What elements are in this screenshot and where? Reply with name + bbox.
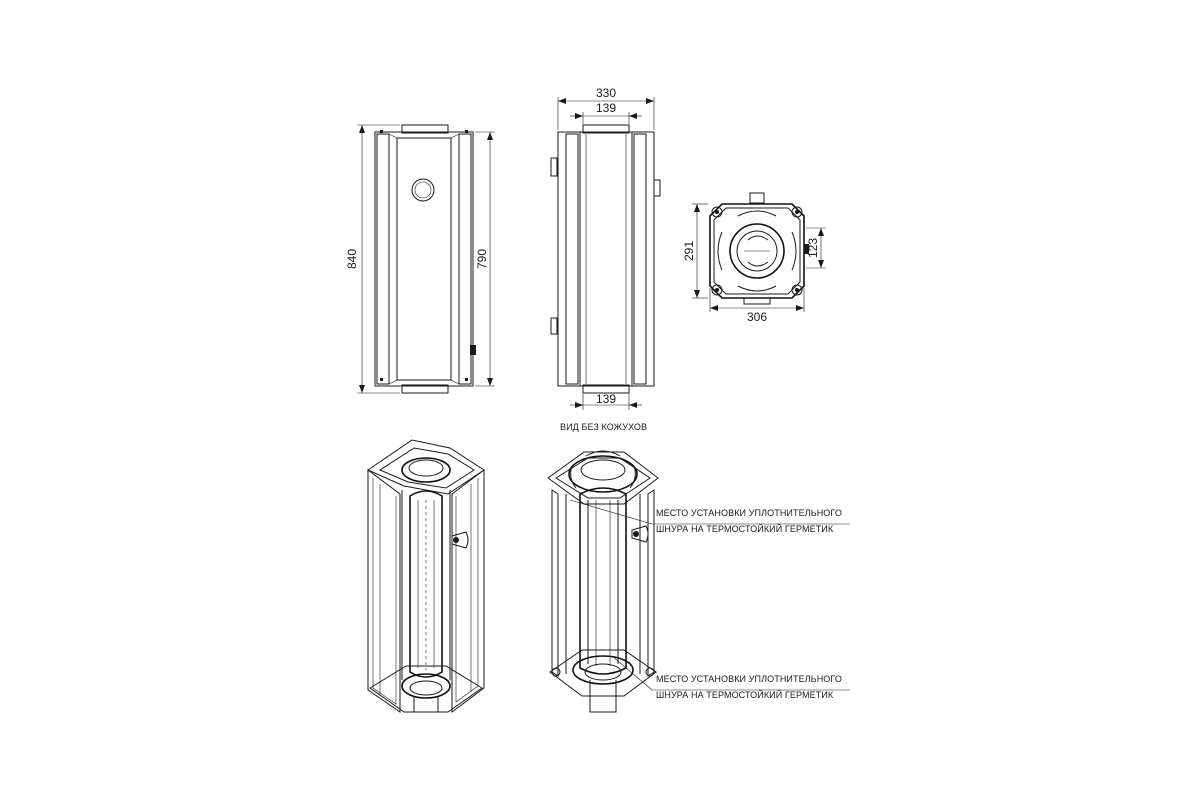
seal-note-upper-line2: ШНУРА НА ТЕРМОСТОЙКИЙ ГЕРМЕТИК [656, 523, 834, 534]
front-view: 840 790 [345, 124, 495, 394]
isometric-view-without-casing: ВИД БЕЗ КОЖУХОВ МЕСТО УСТАНОВКИ УПЛ [547, 422, 850, 713]
central-pipe-icon [729, 223, 785, 279]
seal-note-lower-line2: ШНУРА НА ТЕРМОСТОЙКИЙ ГЕРМЕТИК [656, 689, 834, 700]
dim-side-pipe-top: 139 [596, 101, 616, 115]
isometric-view-with-casing [366, 439, 485, 713]
dim-front-body-height: 790 [475, 249, 489, 269]
dim-front-total-height: 840 [345, 249, 359, 269]
dim-side-pipe-bottom: 139 [596, 392, 616, 406]
seal-note-upper-line1: МЕСТО УСТАНОВКИ УПЛОТНИТЕЛЬНОГО [656, 508, 842, 518]
dim-top-view-width: 306 [747, 310, 767, 324]
dim-top-view-height: 291 [682, 241, 696, 261]
top-view: 291 306 123 [682, 192, 826, 324]
dim-side-total-width: 330 [596, 86, 616, 100]
view-without-casing-label: ВИД БЕЗ КОЖУХОВ [560, 422, 647, 432]
side-view: 330 139 139 [550, 86, 661, 410]
inspection-hole-icon [411, 178, 435, 202]
seal-note-lower-line1: МЕСТО УСТАНОВКИ УПЛОТНИТЕЛЬНОГО [656, 674, 842, 684]
dim-top-view-offset: 123 [806, 238, 820, 258]
